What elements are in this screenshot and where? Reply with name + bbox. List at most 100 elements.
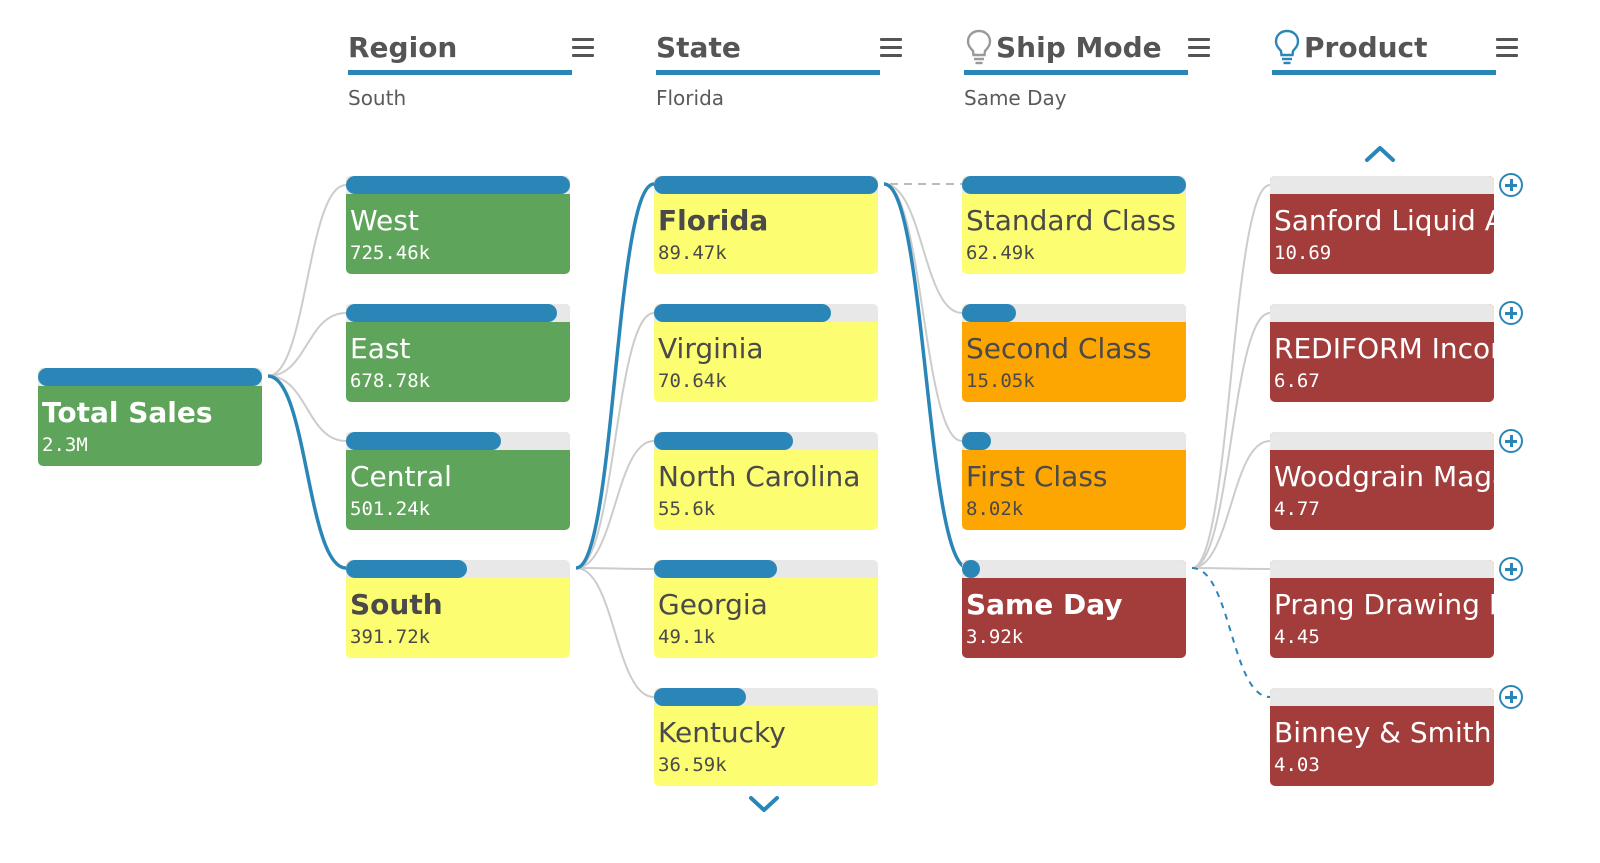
value-bar-track — [962, 304, 1186, 322]
tree-link — [267, 375, 347, 442]
plus-circle-icon[interactable] — [1499, 685, 1523, 709]
column-title-region[interactable]: Region — [348, 30, 458, 64]
value-bar-track — [962, 560, 1186, 578]
value-bar — [962, 304, 1016, 322]
column-title-ship-mode[interactable]: Ship Mode — [964, 26, 1162, 68]
selected-path-link — [267, 374, 347, 570]
node-region-south[interactable]: South 391.72k — [346, 560, 570, 658]
node-value: 70.64k — [658, 370, 727, 392]
node-label: Florida — [658, 204, 769, 237]
column-title-state[interactable]: State — [656, 30, 741, 64]
node-ship-mode-first-class[interactable]: First Class 8.02k — [962, 432, 1186, 530]
plus-circle-icon[interactable] — [1499, 429, 1523, 453]
node-label: REDIFORM Incoming — [1274, 332, 1494, 365]
value-bar — [346, 560, 467, 578]
node-total-sales[interactable]: Total Sales 2.3M — [38, 368, 262, 466]
value-bar — [654, 560, 778, 578]
node-label: North Carolina — [658, 460, 861, 493]
node-value: 89.47k — [658, 242, 727, 264]
node-product-sanford-liquid-accent[interactable]: Sanford Liquid Accent10.69 — [1270, 176, 1494, 274]
value-bar — [962, 176, 1186, 194]
node-label: Georgia — [658, 588, 768, 621]
tree-link — [575, 312, 655, 569]
node-value: 15.05k — [966, 370, 1035, 392]
column-header-product: Product — [1272, 26, 1518, 116]
tree-link — [883, 183, 963, 442]
node-value: 725.46k — [350, 242, 431, 264]
tree-link — [1191, 440, 1271, 569]
node-label: Woodgrain Magazine — [1274, 460, 1494, 493]
node-label: Binney & Smith — [1274, 716, 1492, 749]
column-title-product[interactable]: Product — [1272, 26, 1428, 68]
column-header-region: Region South — [348, 26, 594, 116]
node-state-kentucky[interactable]: Kentucky 36.59k — [654, 688, 878, 786]
plus-circle-icon[interactable] — [1499, 557, 1523, 581]
tree-link — [575, 440, 655, 569]
hamburger-menu-icon[interactable] — [880, 38, 902, 58]
node-label: South — [350, 588, 443, 621]
column-selection-ship-mode: Same Day — [964, 86, 1067, 110]
node-label: Second Class — [966, 332, 1152, 365]
plus-circle-icon[interactable] — [1499, 173, 1523, 197]
selected-path-link — [575, 182, 655, 570]
value-bar — [346, 176, 570, 194]
value-bar — [38, 368, 262, 386]
value-bar-track — [1270, 688, 1494, 706]
selected-path-link — [883, 182, 969, 570]
node-label: West — [350, 204, 419, 237]
hamburger-menu-icon[interactable] — [1188, 38, 1210, 58]
node-value: 6.67 — [1274, 370, 1320, 392]
node-state-north-carolina[interactable]: North Carolina 55.6k — [654, 432, 878, 530]
lightbulb-icon — [1274, 29, 1300, 65]
column-underline — [1272, 70, 1496, 75]
column-header-state: State Florida — [656, 26, 902, 116]
tree-link — [1191, 567, 1271, 570]
node-label: Same Day — [966, 588, 1123, 621]
node-label: Kentucky — [658, 716, 786, 749]
hamburger-menu-icon[interactable] — [1496, 38, 1518, 58]
node-value: 8.02k — [966, 498, 1024, 520]
value-bar-track — [1270, 560, 1494, 578]
node-label: Virginia — [658, 332, 764, 365]
value-bar-track — [962, 432, 1186, 450]
node-value: 391.72k — [350, 626, 431, 648]
value-bar — [962, 432, 992, 450]
tree-link — [575, 567, 655, 570]
node-product-prang-drawing-pencil[interactable]: Prang Drawing Pencil4.45 — [1270, 560, 1494, 658]
node-label: Total Sales — [42, 396, 213, 429]
node-state-florida[interactable]: Florida 89.47k — [654, 176, 878, 274]
tree-link — [267, 184, 347, 377]
node-label: Standard Class — [966, 204, 1176, 237]
node-label: Central — [350, 460, 452, 493]
node-label: Sanford Liquid Accent — [1274, 204, 1494, 237]
column-underline — [656, 70, 880, 75]
node-region-west[interactable]: West 725.46k — [346, 176, 570, 274]
value-bar — [346, 304, 557, 322]
value-bar-track — [1270, 176, 1494, 194]
column-selection-state: Florida — [656, 86, 725, 110]
node-value: 2.3M — [42, 434, 88, 456]
plus-circle-icon[interactable] — [1499, 301, 1523, 325]
node-value: 55.6k — [658, 498, 716, 520]
value-bar-track — [1270, 304, 1494, 322]
node-product-woodgrain-magazine[interactable]: Woodgrain Magazine4.77 — [1270, 432, 1494, 530]
tree-link — [883, 183, 963, 314]
chevron-up-icon[interactable] — [1362, 142, 1398, 166]
node-label: First Class — [966, 460, 1108, 493]
chevron-down-icon[interactable] — [746, 792, 782, 816]
column-underline — [964, 70, 1188, 75]
hamburger-menu-icon[interactable] — [572, 38, 594, 58]
value-bar — [962, 560, 980, 578]
node-ship-mode-second-class[interactable]: Second Class 15.05k — [962, 304, 1186, 402]
tree-link — [1191, 312, 1271, 569]
node-product-rediform-incoming[interactable]: REDIFORM Incoming 6.67 — [1270, 304, 1494, 402]
node-value: 36.59k — [658, 754, 727, 776]
node-state-virginia[interactable]: Virginia 70.64k — [654, 304, 878, 402]
